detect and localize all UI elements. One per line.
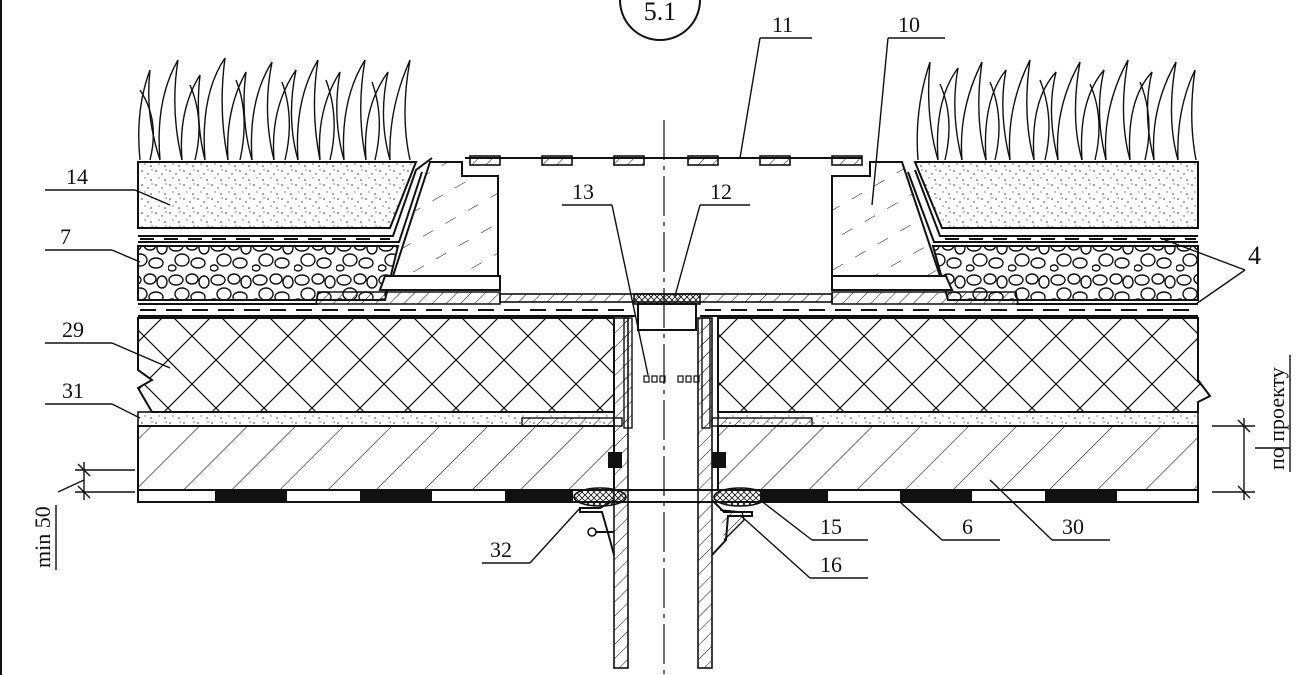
label-13: 13	[572, 179, 594, 204]
chamber-base-left	[378, 275, 501, 291]
insulation-left	[136, 317, 615, 413]
label-32: 32	[490, 537, 512, 562]
drain-collar	[637, 303, 697, 331]
label-7: 7	[60, 224, 71, 249]
grass-right	[916, 59, 1197, 161]
chamber-flange-left	[315, 291, 501, 305]
label-15: 15	[820, 514, 842, 539]
label-16: 16	[820, 552, 842, 577]
label-min-50: min 50	[30, 506, 55, 568]
section-mark-text: 5.1	[644, 0, 677, 26]
flange-right	[711, 417, 813, 427]
slab-left	[137, 425, 615, 491]
label-6: 6	[962, 514, 973, 539]
ceiling-strip	[137, 489, 1199, 503]
filter-membrane	[138, 157, 1198, 243]
chamber-base-right	[831, 275, 954, 291]
label-30: 30	[1062, 514, 1084, 539]
drain-strainer	[633, 293, 701, 305]
flange-left	[521, 417, 623, 427]
leader-lines	[45, 37, 1246, 579]
label-31: 31	[62, 378, 84, 403]
label-10: 10	[898, 12, 920, 37]
soil-layer-left	[137, 161, 418, 229]
sealant-right	[713, 487, 767, 507]
label-po-proektu: по проекту	[1264, 367, 1289, 470]
chamber-flange-right	[831, 291, 1019, 305]
label-12: 12	[710, 179, 732, 204]
section-mark: 5.1	[619, 0, 701, 41]
dimension-left	[57, 462, 135, 500]
insulation-right	[717, 317, 1212, 413]
perforations	[643, 375, 700, 383]
label-4: 4	[1248, 241, 1261, 270]
label-11: 11	[772, 12, 793, 37]
waterproof-membrane	[138, 303, 1198, 317]
label-29: 29	[62, 317, 84, 342]
drain-pipe	[579, 317, 753, 669]
soil-layer-right	[913, 161, 1199, 229]
grass-left	[138, 57, 411, 161]
dimension-right	[1212, 418, 1290, 500]
label-14: 14	[66, 164, 88, 189]
seal-right	[712, 452, 726, 468]
slab-right	[717, 425, 1199, 491]
